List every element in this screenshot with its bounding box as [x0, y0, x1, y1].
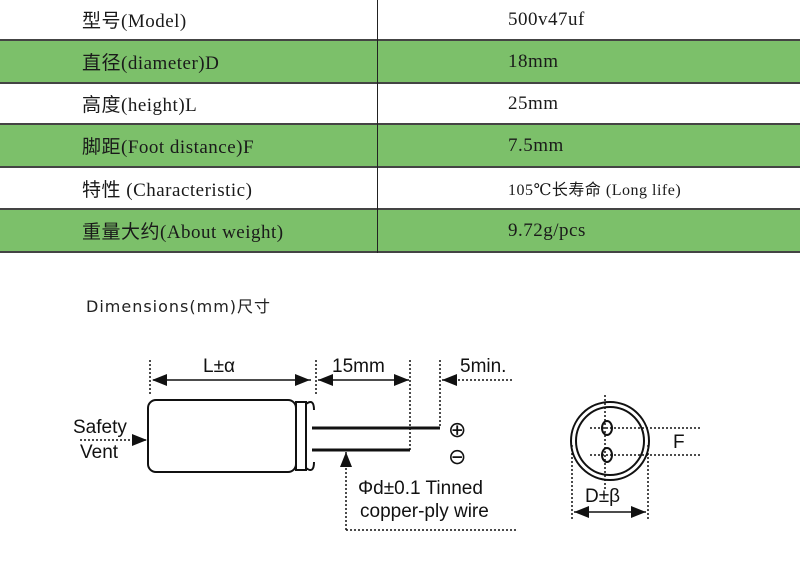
spec-row: 脚距(Foot distance)F 7.5mm [0, 125, 800, 168]
spec-label: 型号(Model) [82, 11, 187, 32]
spec-value: 500v47uf [508, 8, 585, 30]
wire-label-2: copper-ply wire [360, 501, 489, 522]
spec-row: 型号(Model) 500v47uf [0, 0, 800, 41]
plus-icon: ⊕ [448, 417, 466, 442]
lead-length-label: 15mm [332, 356, 385, 377]
min-label: 5min. [460, 356, 506, 377]
spec-row: 特性 (Characteristic) 105℃长寿命 (Long life) [0, 168, 800, 210]
spec-label: 重量大约(About weight) [82, 222, 284, 243]
wire-label-1: Φd±0.1 Tinned [358, 478, 483, 499]
diameter-label: D±β [585, 486, 620, 507]
spec-row: 重量大约(About weight) 9.72g/pcs [0, 210, 800, 253]
vent-label: Vent [80, 442, 119, 463]
length-label: L±α [203, 356, 235, 377]
dimensions-title: Dimensions(mm)尺寸 [86, 297, 272, 316]
spec-value: 105℃长寿命 (Long life) [508, 182, 682, 199]
spec-row: 高度(height)L 25mm [0, 84, 800, 125]
spec-value: 18mm [508, 50, 559, 72]
spec-label: 脚距(Foot distance)F [82, 137, 255, 158]
foot-distance-label: F [673, 432, 685, 453]
spec-label: 高度(height)L [82, 95, 198, 116]
safety-label: Safety [73, 417, 127, 438]
spec-label: 直径(diameter)D [82, 53, 220, 74]
spec-value: 9.72g/pcs [508, 219, 586, 241]
spec-value: 7.5mm [508, 134, 564, 156]
spec-value: 25mm [508, 92, 559, 114]
column-divider [377, 0, 378, 253]
minus-icon: ⊖ [448, 444, 466, 469]
spec-row: 直径(diameter)D 18mm [0, 41, 800, 84]
spec-label: 特性 (Characteristic) [82, 179, 253, 201]
